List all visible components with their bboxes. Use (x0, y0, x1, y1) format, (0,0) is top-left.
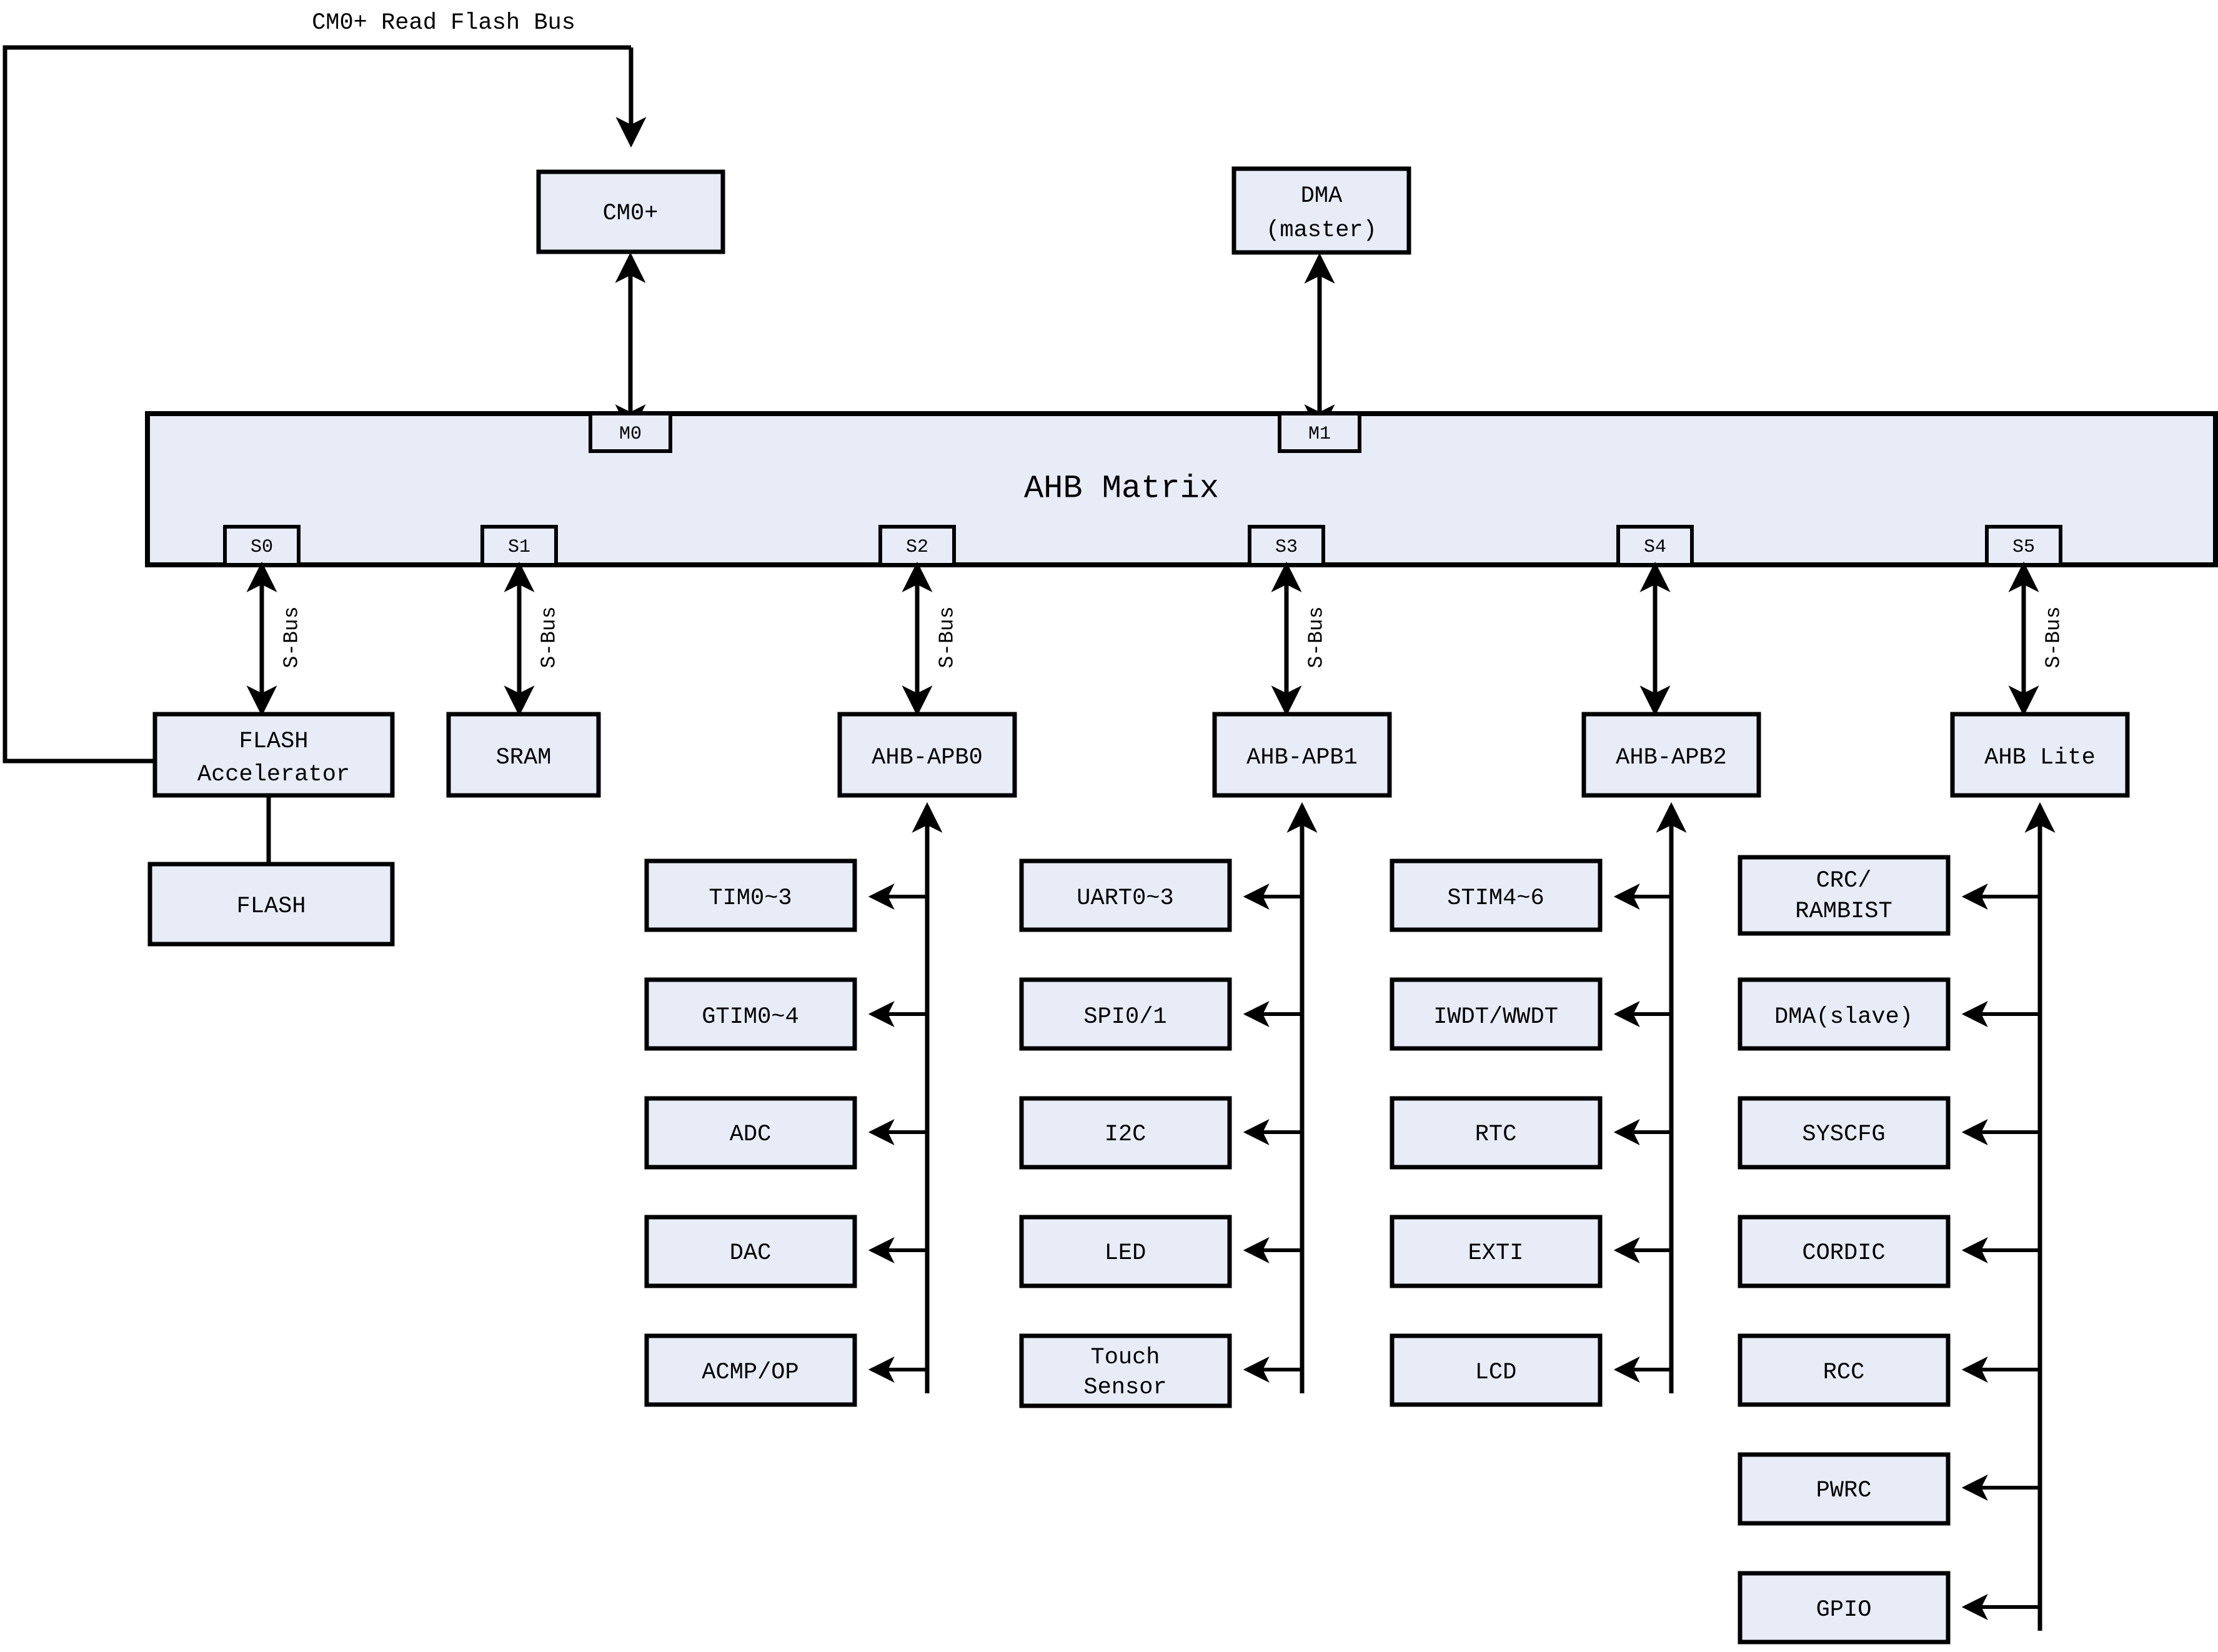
cm0-read-flash-bus-path (2, 45, 647, 764)
block-led-label: LED (1105, 1240, 1146, 1266)
block-stim4-6[interactable]: STIM4~6 (1390, 858, 1603, 932)
matrix-port-m1-label: M1 (1308, 424, 1331, 445)
block-ahb-apb2[interactable]: AHB-APB2 (1581, 712, 1761, 798)
block-flash-accelerator-label-line1: FLASH (239, 729, 308, 755)
block-i2c-label: I2C (1105, 1122, 1146, 1148)
block-exti[interactable]: EXTI (1390, 1215, 1603, 1288)
block-adc-label: ADC (730, 1122, 772, 1148)
block-ahb-apb0[interactable]: AHB-APB0 (837, 712, 1017, 798)
block-pwrc-label: PWRC (1816, 1478, 1872, 1504)
block-cordic-label: CORDIC (1802, 1240, 1885, 1266)
matrix-port-s5-label: S5 (2012, 537, 2035, 558)
block-spi0-1[interactable]: SPI0/1 (1019, 977, 1232, 1051)
block-cordic[interactable]: CORDIC (1738, 1215, 1951, 1288)
block-dma-slave-label: DMA(slave) (1774, 1004, 1913, 1030)
sbus-label-s0: S-Bus (281, 606, 304, 668)
block-rcc[interactable]: RCC (1738, 1333, 1951, 1407)
block-touch-sensor[interactable]: Touch Sensor (1019, 1333, 1232, 1408)
block-i2c[interactable]: I2C (1019, 1096, 1232, 1170)
block-uart0-3-label: UART0~3 (1077, 885, 1173, 912)
block-rtc[interactable]: RTC (1390, 1096, 1603, 1170)
block-dac-label: DAC (730, 1240, 772, 1266)
block-ahb-lite-label: AHB Lite (1984, 745, 2096, 771)
block-syscfg-label: SYSCFG (1802, 1122, 1885, 1148)
block-touch-sensor-label-line2: Sensor (1083, 1375, 1166, 1401)
block-pwrc[interactable]: PWRC (1738, 1452, 1951, 1526)
matrix-port-s5: S5 (1985, 525, 2062, 567)
block-syscfg[interactable]: SYSCFG (1738, 1096, 1951, 1170)
matrix-port-s2: S2 (878, 525, 956, 567)
matrix-port-s4-label: S4 (1644, 537, 1666, 558)
block-crc-rambist-label-line2: RAMBIST (1795, 898, 1892, 925)
block-ahb-apb1[interactable]: AHB-APB1 (1212, 712, 1392, 798)
sbus-label-s3: S-Bus (1305, 606, 1328, 668)
block-flash-accelerator-label-line2: Accelerator (197, 762, 350, 788)
matrix-port-s4: S4 (1616, 525, 1694, 567)
block-touch-sensor-label-line1: Touch (1090, 1345, 1160, 1371)
block-flash-accelerator[interactable]: FLASH Accelerator (152, 712, 395, 798)
block-crc-rambist[interactable]: CRC/ RAMBIST (1738, 855, 1951, 936)
sbus-label-s1: S-Bus (538, 606, 561, 668)
cm0-read-flash-bus-label: CM0+ Read Flash Bus (312, 10, 575, 36)
block-iwdt-wwdt-label: IWDT/WWDT (1433, 1004, 1558, 1030)
block-ahb-lite[interactable]: AHB Lite (1950, 712, 2130, 798)
sbus-label-s2: S-Bus (936, 606, 959, 668)
block-lcd-label: LCD (1475, 1360, 1517, 1386)
block-spi0-1-label: SPI0/1 (1083, 1004, 1166, 1030)
matrix-port-m1: M1 (1278, 412, 1361, 453)
ahb-matrix[interactable]: AHB Matrix (145, 411, 2218, 567)
matrix-port-s1-label: S1 (508, 537, 530, 558)
block-stim4-6-label: STIM4~6 (1447, 885, 1544, 912)
block-led[interactable]: LED (1019, 1215, 1232, 1288)
block-tim0-3[interactable]: TIM0~3 (644, 858, 857, 932)
block-cm0plus[interactable]: CM0+ (536, 169, 725, 254)
block-acmp-op[interactable]: ACMP/OP (644, 1333, 857, 1407)
block-ahb-apb2-label: AHB-APB2 (1616, 745, 1727, 771)
block-ahb-apb0-label: AHB-APB0 (872, 745, 983, 771)
block-dma-master[interactable]: DMA (master) (1231, 166, 1411, 255)
block-gpio[interactable]: GPIO (1738, 1571, 1951, 1645)
block-exti-label: EXTI (1468, 1240, 1524, 1266)
matrix-port-s3-label: S3 (1275, 537, 1298, 558)
block-lcd[interactable]: LCD (1390, 1333, 1603, 1407)
block-adc[interactable]: ADC (644, 1096, 857, 1170)
block-flash-label: FLASH (236, 893, 306, 920)
block-gtim0-4-label: GTIM0~4 (702, 1004, 798, 1030)
matrix-port-s0-label: S0 (251, 537, 273, 558)
matrix-port-s2-label: S2 (906, 537, 928, 558)
block-gpio-label: GPIO (1816, 1597, 1872, 1623)
matrix-port-s3: S3 (1248, 525, 1325, 567)
block-uart0-3[interactable]: UART0~3 (1019, 858, 1232, 932)
block-crc-rambist-label-line1: CRC/ (1816, 868, 1872, 894)
block-rtc-label: RTC (1475, 1122, 1517, 1148)
block-dma-master-label-line1: DMA (1301, 183, 1343, 209)
block-flash[interactable]: FLASH (147, 862, 395, 947)
block-acmp-op-label: ACMP/OP (702, 1360, 798, 1386)
block-cm0plus-label: CM0+ (603, 201, 659, 227)
block-ahb-apb1-label: AHB-APB1 (1246, 745, 1358, 771)
block-dma-slave[interactable]: DMA(slave) (1738, 977, 1951, 1051)
block-sram[interactable]: SRAM (446, 712, 601, 798)
block-rcc-label: RCC (1823, 1360, 1865, 1386)
sbus-label-s5: S-Bus (2042, 606, 2066, 668)
ahb-matrix-label: AHB Matrix (1024, 470, 1219, 507)
matrix-port-m0: M0 (589, 412, 672, 453)
block-dma-master-label-line2: (master) (1266, 217, 1377, 244)
block-gtim0-4[interactable]: GTIM0~4 (644, 977, 857, 1051)
block-tim0-3-label: TIM0~3 (709, 885, 792, 912)
block-sram-label: SRAM (496, 745, 552, 771)
matrix-port-s1: S1 (480, 525, 558, 567)
block-iwdt-wwdt[interactable]: IWDT/WWDT (1390, 977, 1603, 1051)
matrix-port-m0-label: M0 (619, 424, 642, 445)
matrix-port-s0: S0 (223, 525, 301, 567)
block-dac[interactable]: DAC (644, 1215, 857, 1288)
